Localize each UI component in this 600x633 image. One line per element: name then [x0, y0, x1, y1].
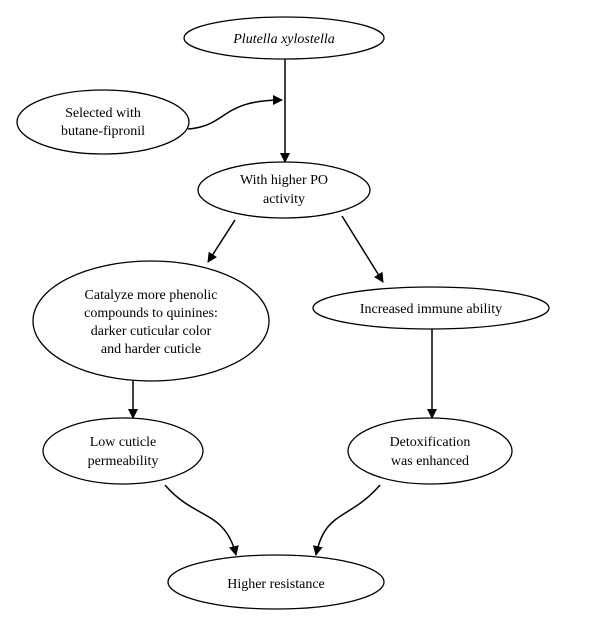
edge-detox-to-resistance [312, 484, 381, 556]
node-catalyze-label-line-4: and harder cuticle [101, 342, 201, 357]
node-species: Plutella xylostella [183, 16, 385, 60]
node-low-permeability-label-line-2: permeability [88, 454, 159, 469]
node-selected-shape [16, 89, 190, 155]
node-resistance-label: Higher resistance [227, 577, 325, 592]
node-po-activity-label-line-2: activity [263, 192, 305, 207]
node-po-activity-label-line-1: With higher PO [240, 173, 328, 188]
edges [128, 58, 437, 556]
node-immune-label: Increased immune ability [360, 302, 502, 317]
edge-low-permeability-to-resistance [164, 484, 239, 556]
node-species-shape [183, 16, 385, 60]
node-catalyze-label-line-1: Catalyze more phenolic [85, 288, 218, 303]
node-low-permeability-shape [42, 417, 204, 485]
node-catalyze: Catalyze more phenolic compounds to quin… [32, 260, 270, 382]
edge-po-to-catalyze [207, 219, 236, 263]
node-catalyze-label-line-2: compounds to quinines: [84, 306, 218, 321]
node-low-permeability: Low cuticle permeability [42, 417, 204, 485]
node-detox-label-line-1: Detoxification [390, 435, 471, 450]
node-selected: Selected with butane-fipronil [16, 89, 190, 155]
node-selected-label-line-1: Selected with [65, 106, 141, 121]
node-selected-label-line-2: butane-fipronil [61, 124, 145, 139]
node-po-activity: With higher PO activity [197, 161, 371, 219]
node-po-activity-shape [197, 161, 371, 219]
node-immune: Increased immune ability [312, 286, 550, 330]
edge-po-to-immune [341, 215, 384, 283]
node-detox-label-line-2: was enhanced [391, 454, 469, 469]
node-detox: Detoxification was enhanced [347, 417, 513, 485]
edge-selected-to-main-line [187, 95, 283, 130]
node-catalyze-shape [32, 260, 270, 382]
node-resistance-shape [167, 554, 385, 610]
node-detox-shape [347, 417, 513, 485]
node-species-label: Plutella xylostella [232, 32, 334, 47]
node-low-permeability-label-line-1: Low cuticle [90, 435, 156, 450]
node-catalyze-label-line-3: darker cuticular color [91, 324, 212, 339]
node-resistance: Higher resistance [167, 554, 385, 610]
node-immune-shape [312, 286, 550, 330]
